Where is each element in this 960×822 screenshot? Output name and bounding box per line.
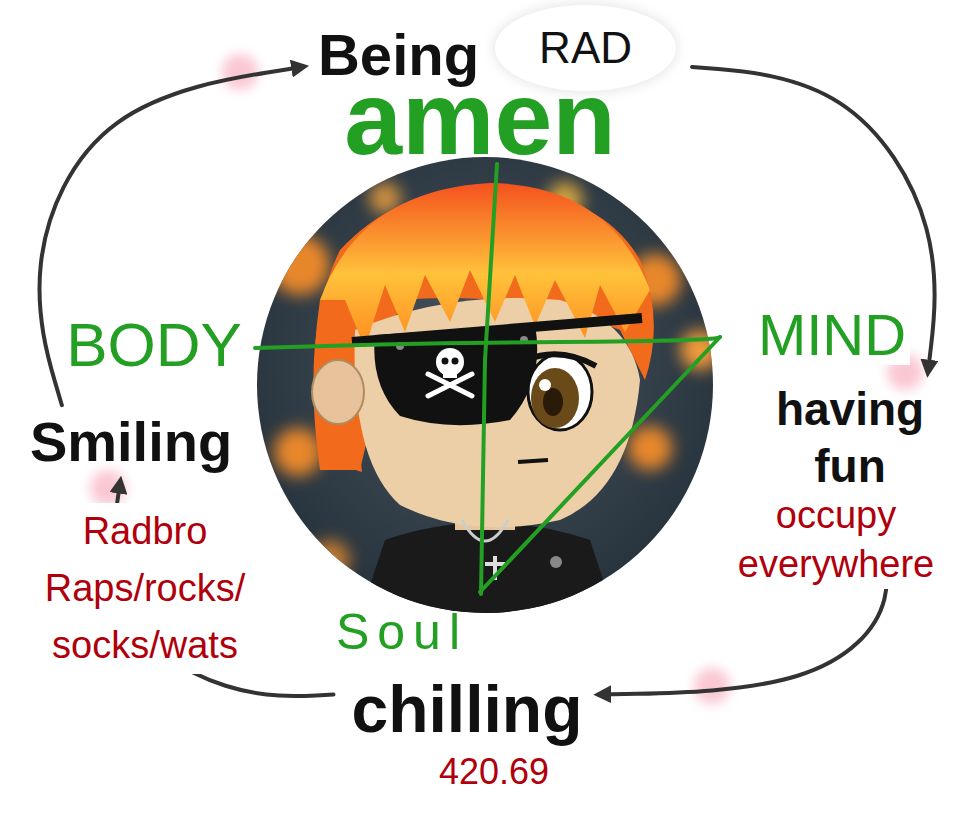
mouth	[518, 460, 548, 462]
cycle-arrow	[692, 67, 935, 371]
hand	[312, 360, 364, 424]
eyepatch	[374, 325, 537, 425]
cycle-label: Smiling	[30, 411, 232, 473]
cycle-step: chilling	[344, 671, 591, 748]
jacket	[360, 523, 615, 616]
handwritten-note: MIND	[754, 305, 910, 366]
glow	[222, 54, 258, 90]
hair-bangs	[320, 183, 650, 348]
red-note: Radbro Raps/rocks/ socks/wats	[31, 503, 259, 674]
pupil	[543, 388, 563, 416]
cycle-arrow	[40, 67, 302, 405]
green-overlay	[255, 164, 720, 594]
handwritten-note: BODY	[62, 312, 246, 377]
glow	[694, 668, 730, 704]
red-number: 420.69	[439, 752, 549, 792]
eyelash	[526, 354, 596, 366]
iris	[531, 368, 579, 428]
skull-eye	[442, 358, 449, 365]
jacket-pin	[550, 556, 562, 568]
cycle-label: chilling	[352, 675, 583, 744]
lanterns	[270, 182, 720, 580]
face	[355, 298, 640, 527]
lantern	[680, 330, 720, 370]
eye-highlight	[539, 379, 551, 391]
handwritten-note: Soul	[336, 605, 468, 660]
avatar	[255, 155, 720, 615]
handwritten-note: amen	[344, 66, 616, 170]
lantern	[274, 428, 322, 476]
vertical-line	[481, 164, 497, 594]
triangle-line	[480, 337, 720, 592]
cycle-step: having fun	[768, 377, 932, 500]
lantern	[310, 540, 350, 580]
cycle-label: having fun	[776, 381, 924, 496]
cycle-step: Smiling	[22, 407, 240, 477]
lantern	[270, 235, 330, 295]
skull-eye	[452, 358, 459, 365]
lantern	[628, 426, 672, 470]
red-note: occupy everywhere	[727, 491, 945, 590]
avatar-background	[255, 155, 715, 615]
eye-white	[528, 354, 592, 430]
necklace	[462, 520, 508, 541]
cross-pendant	[485, 562, 505, 566]
skull-jaw	[443, 368, 457, 378]
